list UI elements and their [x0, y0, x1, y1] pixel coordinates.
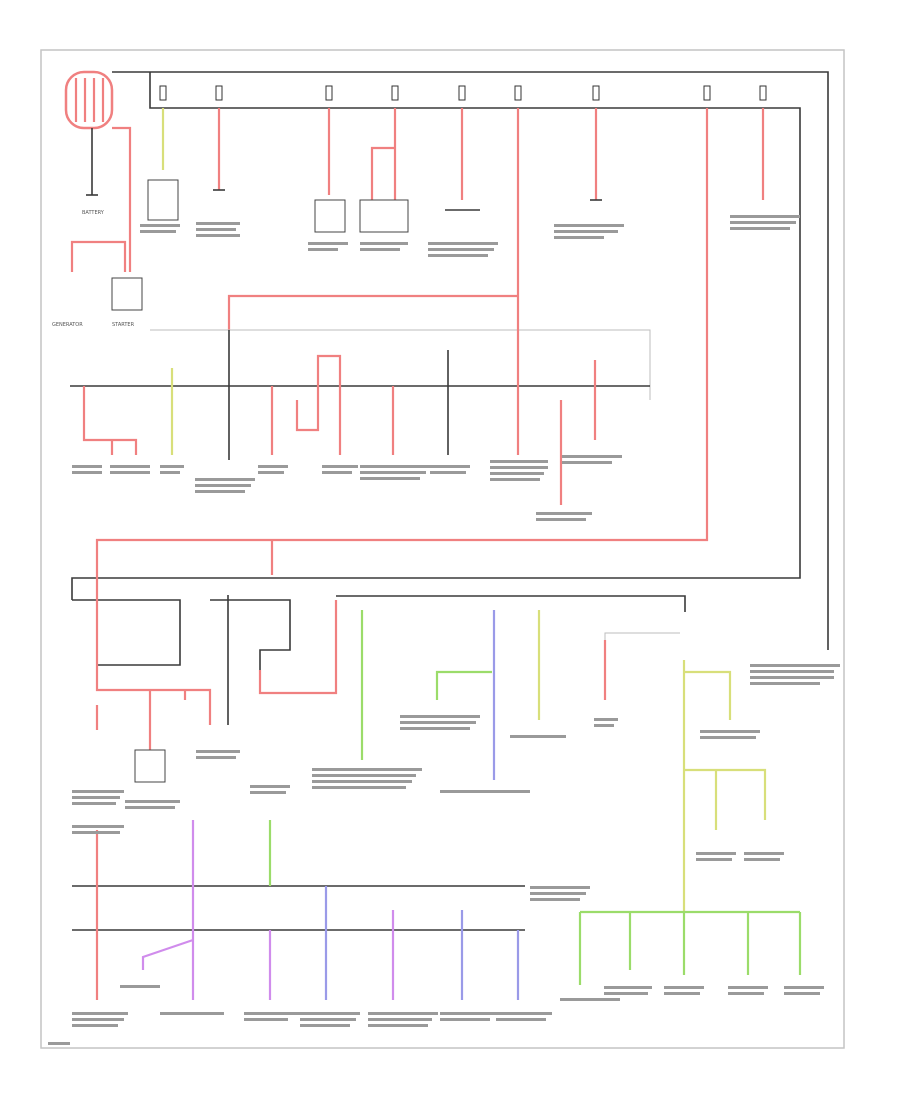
upper-red-link: [227, 294, 518, 330]
fuse-1: [147, 85, 179, 221]
lower-left-red: [95, 560, 212, 725]
green-circuit-right: [578, 910, 802, 985]
bottom-fuse-row: [95, 820, 520, 1000]
generator-label: GENERATOR: [52, 322, 83, 328]
top-fuse-row: [95, 85, 767, 560]
battery-label: BATTERY: [82, 210, 105, 216]
starter-box: [111, 277, 143, 311]
mid-fuse-row: [82, 320, 597, 505]
fuse-3: [314, 85, 346, 233]
fuse-7: [590, 85, 602, 201]
fuse-5: [445, 85, 480, 211]
battery-symbol: [64, 70, 114, 196]
bottom-fuse-bus: [72, 885, 525, 931]
diagram-border: [40, 49, 845, 1049]
relay-red-feed: [258, 600, 338, 695]
main-power-bus: [112, 71, 829, 650]
yellow-circuit-right: [682, 660, 767, 912]
lower-left-box: [72, 599, 181, 690]
component-label-marks: [48, 215, 840, 1045]
fuse-2: [213, 85, 225, 191]
fuse-6: [514, 85, 522, 320]
fuse-8: [95, 85, 711, 560]
generator-feed-wire: [70, 240, 127, 272]
relay-circuit: [210, 595, 291, 725]
right-gray-link: [604, 632, 680, 640]
starter-label: STARTER: [112, 322, 135, 328]
battery-feed-wire: [112, 126, 132, 272]
lower-fuse-bus: [336, 595, 686, 612]
fuse-4: [359, 85, 409, 233]
module-box-lower: [134, 749, 166, 783]
green-circuit-2: [435, 670, 492, 700]
fuse-box-bus-upper: [71, 72, 801, 600]
mid-fuse-box-outline: [150, 329, 651, 400]
fuse-9: [759, 85, 767, 200]
lower-left-red-branches: [95, 690, 187, 750]
